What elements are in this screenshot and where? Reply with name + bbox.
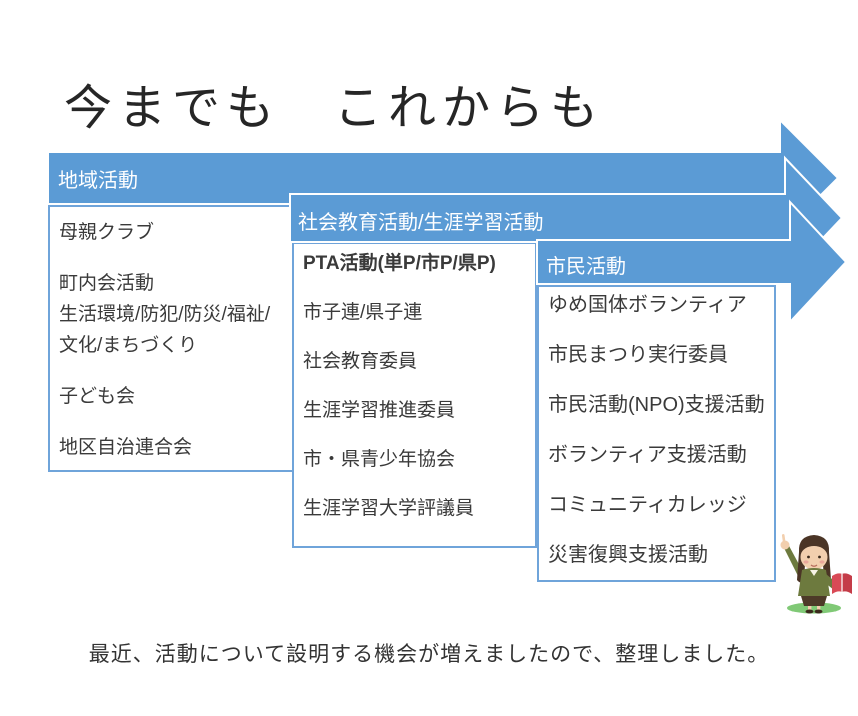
list-item: コミュニティカレッジ [548,494,747,516]
list-item: 災害復興支援活動 [548,544,708,566]
list-item: 子ども会 [59,386,136,407]
list-item: 市子連/県子連 [303,302,423,323]
presenter-mascot-icon [780,534,852,614]
arrow-shape-citizen [536,199,848,325]
list-item: 市民活動(NPO)支援活動 [548,394,765,416]
list-item: ゆめ国体ボランティア [548,294,747,316]
list-item: ボランティア支援活動 [548,444,747,466]
list-item: 生涯学習推進委員 [303,400,456,421]
mascot-shadow [787,602,841,614]
caption-text: 最近、活動について設明する機会が増えましたので、整理しました。 [88,643,770,666]
list-box-social-education: PTA活動(単P/市P/県P) 市子連/県子連 社会教育委員 生涯学習推進委員 … [292,242,537,548]
list-item: 生涯学習大学評議員 [303,498,475,519]
mascot-skirt-icon [801,596,827,606]
banner-label-region: 地域活動 [58,170,138,192]
slide-title: 今までも これからも [64,82,605,135]
list-item: 地区自治連合会 [59,437,193,458]
banner-label-social-education: 社会教育活動/生涯学習活動 [298,212,544,234]
mascot-jacket-icon [798,568,830,596]
list-item: 生活環境/防犯/防災/福祉/文化/まちづくり [59,304,271,356]
list-item: 町内会活動 [59,273,155,294]
list-item: 市民まつり実行委員 [548,344,728,366]
list-item: 母親クラブ [59,222,155,243]
mascot-book-icon [832,573,842,594]
list-box-citizen: ゆめ国体ボランティア 市民まつり実行委員 市民活動(NPO)支援活動 ボランティ… [537,285,776,582]
list-item: PTA活動(単P/市P/県P) [303,253,496,274]
list-item: 市・県青少年協会 [303,449,456,470]
banner-label-citizen: 市民活動 [546,256,626,278]
mascot-arm-icon [784,544,802,576]
list-item: 社会教育委員 [303,351,418,372]
